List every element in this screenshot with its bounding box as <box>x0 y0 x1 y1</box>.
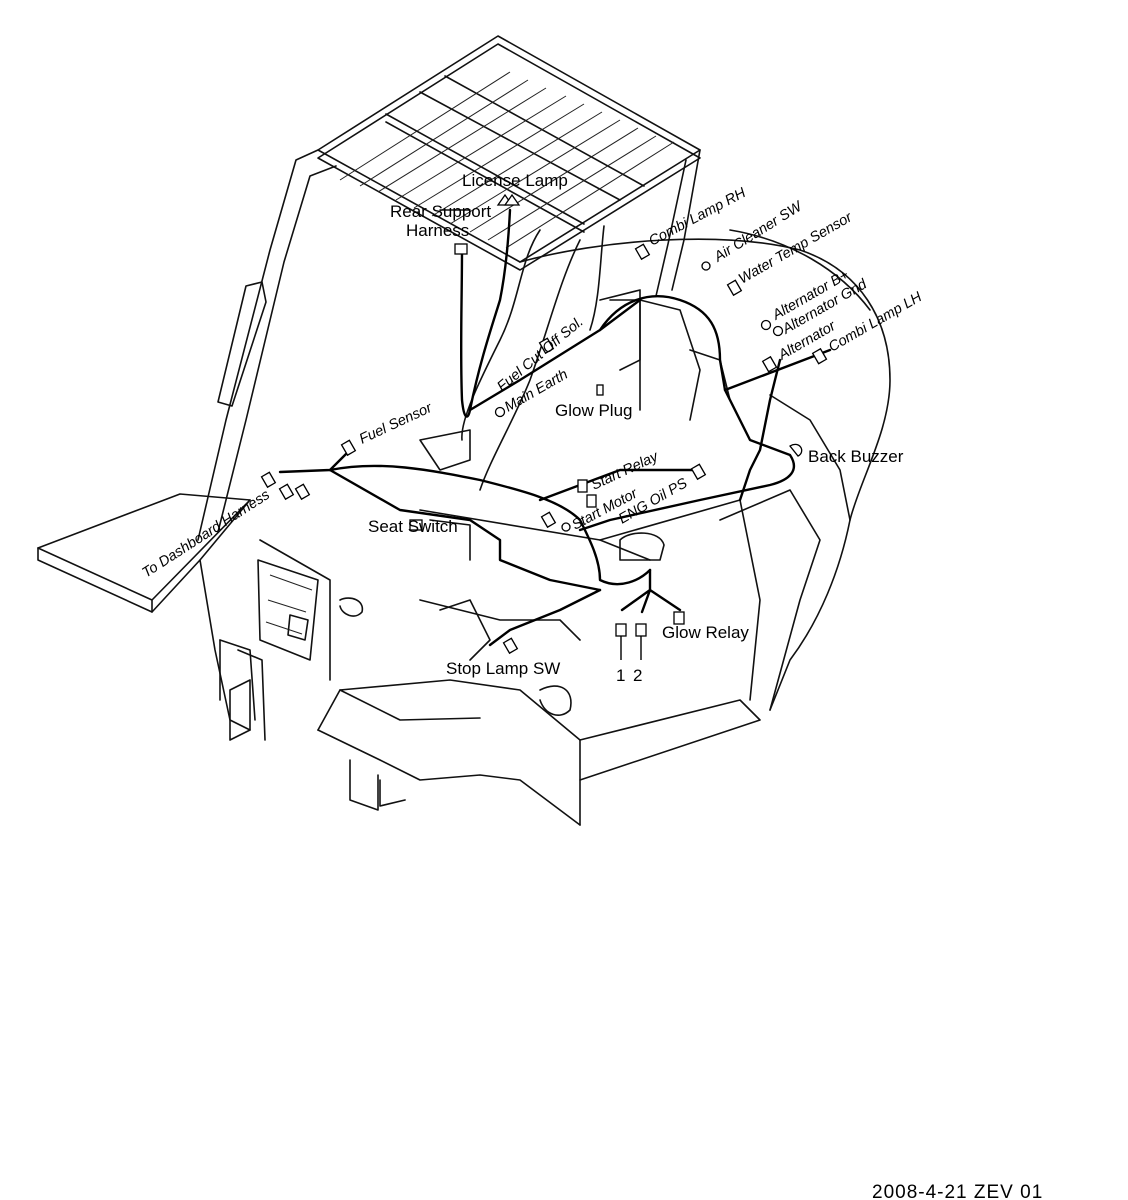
label-glow-relay: Glow Relay <box>662 623 749 642</box>
right-fender <box>317 679 581 826</box>
label-num-1: 1 <box>616 666 625 685</box>
left-fender <box>37 493 266 741</box>
connectors <box>260 193 828 660</box>
label-license-lamp: License Lamp <box>462 171 568 190</box>
deck <box>219 209 665 741</box>
counterweight-body <box>419 229 891 826</box>
label-back-buzzer: Back Buzzer <box>808 447 904 466</box>
label-num-2: 2 <box>633 666 642 685</box>
label-rear-support-harness: Harness <box>406 221 469 240</box>
label-seat-switch: Seat Switch <box>368 517 458 536</box>
wiring-harness <box>278 208 832 647</box>
label-rear-support: Rear Support <box>390 202 491 221</box>
drawing-code: 2008-4-21 ZEV 01 <box>872 1182 1043 1200</box>
vehicle-body <box>37 35 891 826</box>
overhead-guard <box>197 35 701 541</box>
label-stop-lamp-sw: Stop Lamp SW <box>446 659 560 678</box>
label-glow-plug: Glow Plug <box>555 401 632 420</box>
label-fuel-sensor: Fuel Sensor <box>357 400 436 448</box>
